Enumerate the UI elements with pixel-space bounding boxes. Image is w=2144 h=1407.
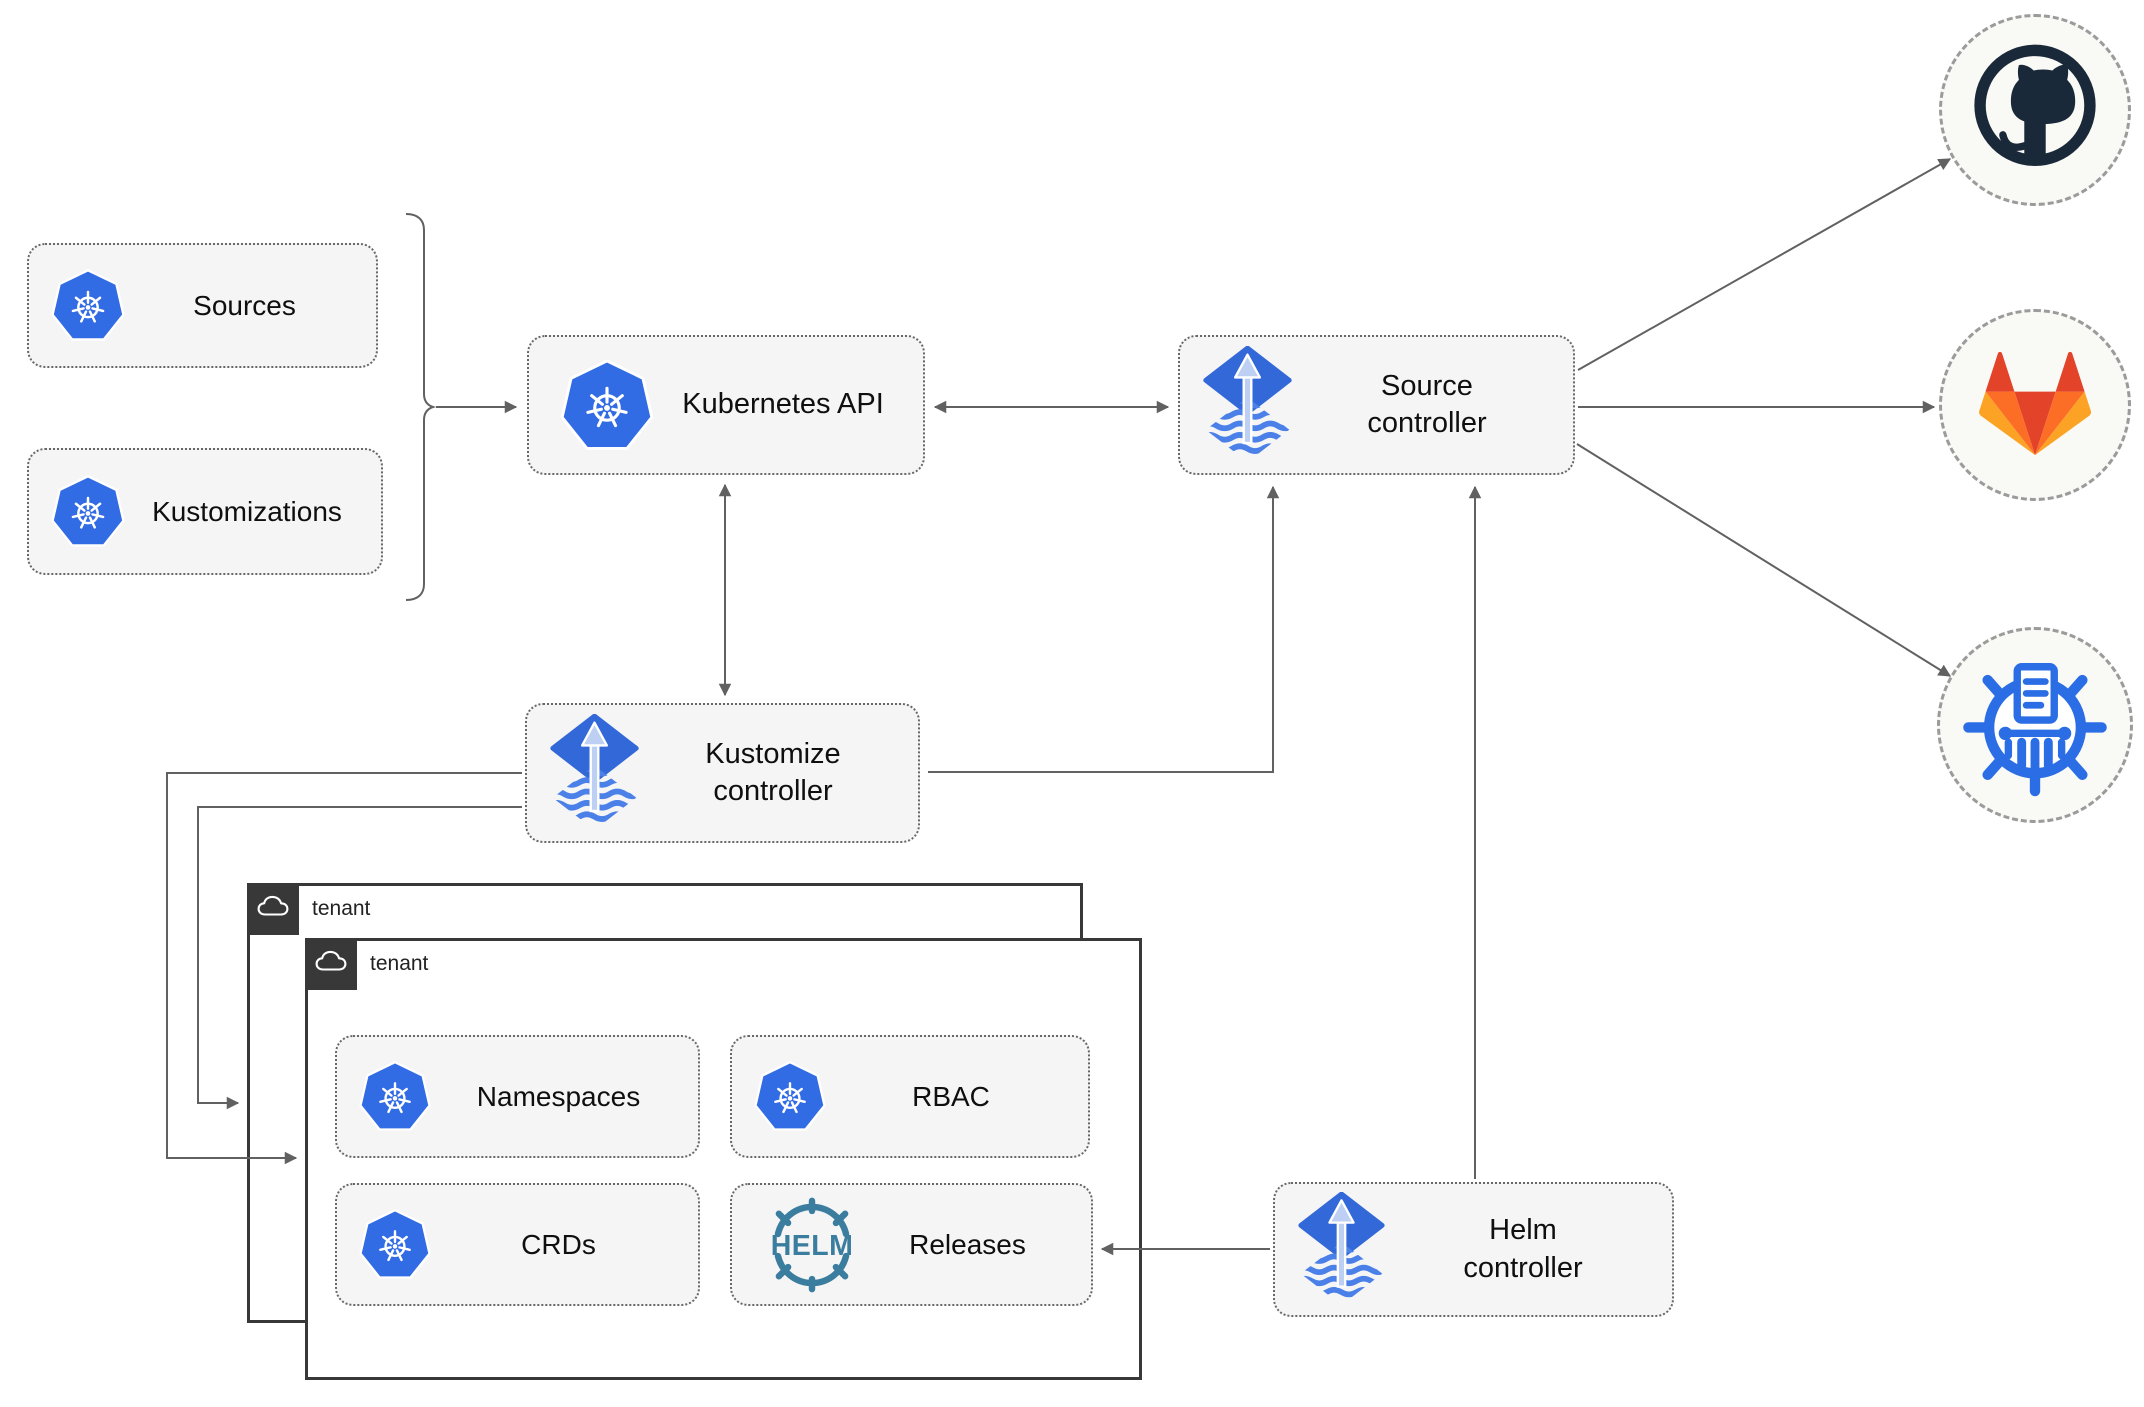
- chartmuseum-node: [1937, 627, 2133, 823]
- helm-icon: [766, 1196, 858, 1294]
- node-label: Sources: [193, 289, 296, 321]
- gitlab-node: [1939, 309, 2131, 501]
- cloud-icon: [315, 950, 347, 978]
- kubernetes-icon: [752, 1060, 828, 1133]
- tenant-badge: [247, 883, 299, 935]
- kubernetes-api-node: Kubernetes API: [527, 335, 925, 475]
- node-label: Helm controller: [1463, 1214, 1583, 1284]
- edge-sourcectrl-chartmuseum: [1576, 443, 1952, 677]
- github-icon: [1968, 41, 2102, 180]
- helm-controller-node: Helm controller: [1273, 1182, 1674, 1317]
- node-label: Kustomizations: [152, 495, 342, 527]
- rbac-node: RBAC: [730, 1035, 1090, 1158]
- namespaces-node: Namespaces: [335, 1035, 700, 1158]
- node-label: CRDs: [521, 1228, 596, 1260]
- bracket: [405, 213, 437, 601]
- tenant-badge: [305, 938, 357, 990]
- sources-node: Sources: [27, 243, 378, 368]
- source-controller-node: Source controller: [1178, 335, 1575, 475]
- chartmuseum-icon: [1961, 649, 2109, 802]
- releases-node: Releases: [730, 1183, 1093, 1306]
- kubernetes-icon: [49, 268, 127, 343]
- node-label: Namespaces: [476, 1080, 641, 1112]
- github-node: [1939, 14, 2131, 206]
- kubernetes-icon: [49, 474, 127, 549]
- node-label: Kubernetes API: [682, 388, 884, 421]
- crds-node: CRDs: [335, 1183, 700, 1306]
- kustomize-controller-node: Kustomize controller: [525, 703, 920, 843]
- kubernetes-icon: [357, 1060, 433, 1133]
- tenant-inner-group: tenant: [305, 938, 1142, 1380]
- kustomizations-node: Kustomizations: [27, 448, 383, 575]
- node-label: Releases: [909, 1228, 1026, 1260]
- tenant-label: tenant: [370, 952, 429, 975]
- flux-icon: [1200, 346, 1295, 464]
- tenant-label: tenant: [312, 897, 371, 920]
- node-label: RBAC: [912, 1080, 990, 1112]
- node-label: Source controller: [1367, 369, 1487, 439]
- node-label: Kustomize controller: [705, 737, 841, 807]
- cloud-icon: [257, 895, 289, 923]
- kubernetes-icon: [557, 358, 657, 453]
- gitlab-icon: [1979, 349, 2091, 462]
- flux-icon: [547, 714, 642, 832]
- edge-kustomizectrl-sourcectrl: [928, 485, 1280, 773]
- kubernetes-icon: [357, 1208, 433, 1281]
- edge-sourcectrl-github: [1577, 158, 1952, 371]
- flux-icon: [1295, 1192, 1388, 1307]
